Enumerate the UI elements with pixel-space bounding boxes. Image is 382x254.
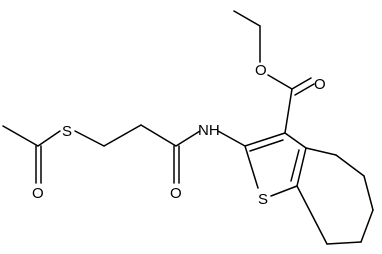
bond-c2-s [244,145,259,189]
bond-c8-c7a [296,185,328,245]
bond-c7a-c3a [296,147,307,187]
bond-ch2-ch2 [103,124,142,147]
bond-s-c7a [270,185,298,197]
bond-c5-c6 [363,175,374,211]
atom-label-thioester-o: O [32,185,44,202]
bond-carbonyl-c3 [284,88,293,134]
atom-label-ring-s: S [258,191,268,208]
bond-s-acetyl-c [37,130,61,147]
bond-c7a-c3a-inner [290,149,300,182]
atom-label-ester-ether-o: O [255,62,267,79]
bond-c2-n [217,130,246,147]
atom-label-amide-o: O [170,185,182,202]
bond-c3a-c3 [284,132,307,149]
atom-label-amide-n: NH [198,122,220,139]
bond-amide-c-ch2 [140,124,177,147]
atom-label-thioester-s: S [62,123,72,140]
bond-o-carbonyl-c [267,74,293,90]
bond-carbonyl-double-2 [294,83,315,96]
bond-c3a-c4 [305,147,337,156]
bond-c7-c8 [326,241,362,245]
bond-acetyl-c-ch3 [2,125,39,147]
bond-c3-c2-inner [249,139,284,152]
bond-carbonyl-double-1 [291,77,312,90]
bond-c4-c5 [335,154,365,177]
bond-c3-c2-outer [244,132,286,147]
bond-ch2-s [74,130,105,147]
bond-ch3-ch2 [233,10,261,27]
atom-label-ester-carbonyl-o: O [314,76,326,93]
bond-c6-c7 [360,209,374,243]
bond-n-amide-c [175,130,201,147]
